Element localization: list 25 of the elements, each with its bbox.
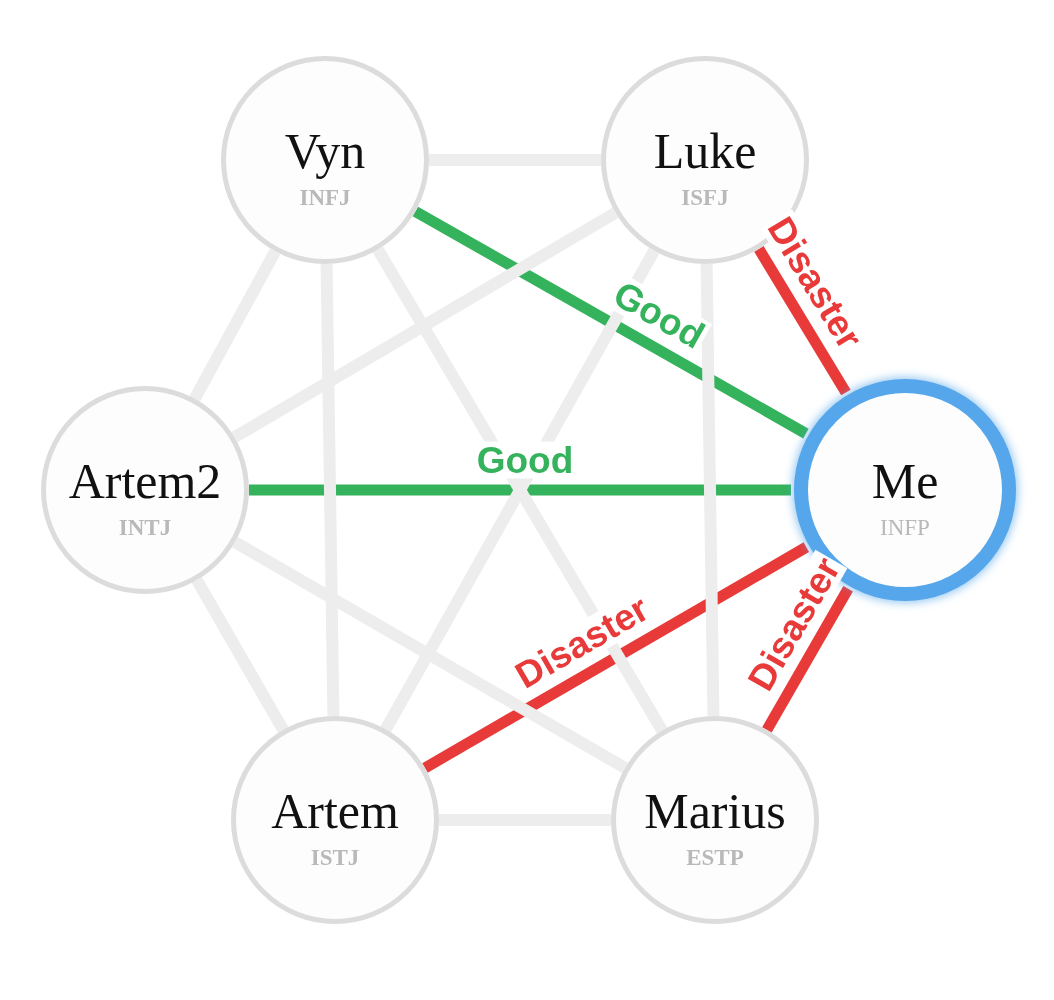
node-name: Luke (653, 123, 757, 179)
connector-line (191, 577, 289, 733)
node-name: Artem (271, 783, 399, 839)
connector-line (231, 207, 619, 443)
connector-line (429, 154, 601, 166)
connector-line (320, 263, 340, 717)
node-name: Marius (644, 783, 786, 839)
connector-line (422, 542, 810, 773)
personality-type: INFJ (299, 184, 351, 211)
connector-line (249, 484, 791, 496)
node-name: Me (871, 453, 939, 509)
connector-line (754, 246, 851, 396)
connector-line (762, 586, 853, 733)
connector-line (700, 263, 720, 717)
personality-type: INTJ (118, 514, 172, 541)
personality-type: ISTJ (310, 844, 360, 871)
personality-type: INFP (880, 514, 930, 541)
personality-type: ISFJ (681, 184, 729, 211)
connector-line (412, 206, 809, 439)
node-name: Vyn (284, 123, 366, 179)
connector-line (439, 814, 611, 826)
connector-line (189, 248, 281, 402)
personality-type: ESTP (686, 844, 744, 871)
node-name: Artem2 (68, 453, 222, 509)
connector-line (232, 536, 628, 774)
